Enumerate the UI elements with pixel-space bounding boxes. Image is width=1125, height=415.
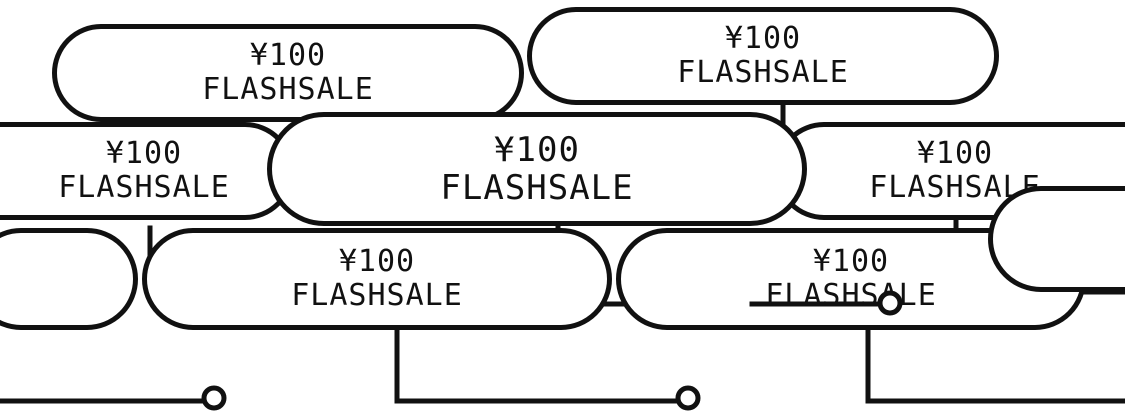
connector-line (865, 327, 1125, 404)
flashsale-tag-featured: ¥100 FLASHSALE (267, 112, 807, 226)
price-text: ¥100 (812, 244, 890, 280)
price-text: ¥100 (724, 21, 802, 57)
flashsale-label: FLASHSALE (677, 55, 849, 90)
flashsale-tag: ¥100 FLASHSALE (775, 122, 1125, 220)
flashsale-tag: ¥100 FLASHSALE (52, 24, 524, 122)
price-text: ¥100 (249, 38, 327, 74)
flashsale-tag-partial (988, 186, 1125, 292)
flashsale-tag: ¥100 FLASHSALE (142, 228, 612, 330)
flashsale-tag: ¥100 FLASHSALE (527, 7, 999, 105)
price-text: ¥100 (338, 244, 416, 280)
flashsale-label: FLASHSALE (291, 278, 463, 313)
flashsale-label: FLASHSALE (58, 170, 230, 205)
connector-line (394, 327, 681, 404)
price-text: ¥100 (916, 136, 994, 172)
flashsale-label: FLASHSALE (202, 72, 374, 107)
flashsale-tag: ¥100 FLASHSALE (0, 122, 294, 220)
flashsale-tag-partial (0, 228, 138, 330)
price-text: ¥100 (105, 136, 183, 172)
price-text: ¥100 (494, 129, 580, 170)
flashsale-label: FLASHSALE (440, 168, 634, 208)
flashsale-label: FLASHSALE (765, 278, 937, 313)
